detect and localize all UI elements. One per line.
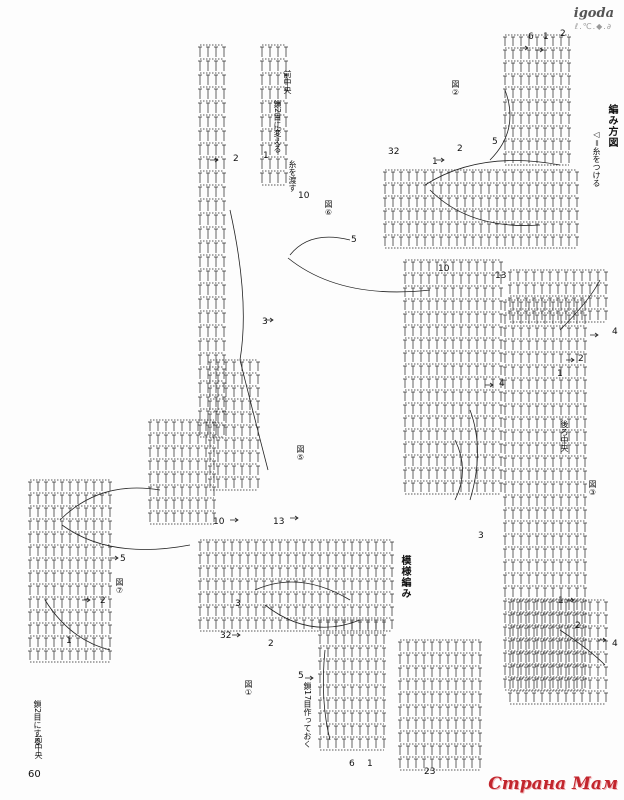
- row-1c: 1: [557, 369, 563, 379]
- row-10b: 10: [298, 191, 310, 201]
- row-32b: 32: [220, 631, 232, 641]
- legend-note: ◁＝糸をつける: [592, 130, 601, 187]
- note-change-chain: 鎖2目に変える: [273, 100, 282, 154]
- row-10c: 10: [213, 517, 225, 527]
- row-4b: 4: [499, 379, 505, 389]
- row-4c: 4: [612, 639, 618, 649]
- diagram-title: 編み方図: [606, 104, 617, 148]
- note-pass-yarn: 糸を渡す: [288, 160, 297, 192]
- brand-ornament: ℓ.℃.◆.∂: [574, 22, 612, 31]
- note-2nd-chain: 鎖2目にする: [33, 700, 42, 746]
- figure-label-2: 図②: [451, 80, 460, 97]
- note-back-center: 後ろ中央: [560, 420, 569, 452]
- row-23: 23: [424, 767, 436, 777]
- row-5c: 5: [120, 554, 126, 564]
- row-2a: 2: [560, 29, 566, 39]
- pattern-title: 模様編み: [399, 555, 410, 599]
- note-front-center-top: 前中央: [283, 70, 292, 94]
- figure-label-6: 図⑥: [324, 200, 333, 217]
- row-2-left: 2: [233, 154, 239, 164]
- row-5d: 5: [298, 671, 304, 681]
- row-6b: 6: [349, 759, 355, 769]
- row-2e: 2: [268, 639, 274, 649]
- figure-label-5: 図⑤: [296, 445, 305, 462]
- row-10a: 10: [438, 264, 450, 274]
- figure-label-1: 図①: [244, 680, 253, 697]
- row-1b: 1: [432, 157, 438, 167]
- row-13b: 13: [273, 517, 285, 527]
- row-4a: 4: [612, 327, 618, 337]
- row-5a: 5: [492, 137, 498, 147]
- row-32a: 32: [388, 147, 400, 157]
- row-2d: 2: [100, 596, 106, 606]
- row-6: 6: [528, 32, 534, 42]
- row-1a: 1: [543, 32, 549, 42]
- row-1d: 1: [66, 636, 72, 646]
- row-1-left: 1: [263, 151, 269, 161]
- row-1f: 1: [367, 759, 373, 769]
- note-17-chains: 鎖17目作っておく: [303, 682, 312, 749]
- row-3-left: 3: [262, 317, 268, 327]
- brand-logo: igoda: [573, 6, 614, 21]
- row-2b: 2: [457, 144, 463, 154]
- row-1e: 1: [558, 596, 564, 606]
- row-13a: 13: [495, 271, 507, 281]
- row-3c: 3: [235, 599, 241, 609]
- row-5b: 5: [351, 235, 357, 245]
- note-front-center-bottom: 前中央: [34, 735, 43, 759]
- row-2f: 2: [575, 621, 581, 631]
- figure-label-7: 図⑦: [115, 578, 124, 595]
- figure-label-3: 図③: [588, 480, 597, 497]
- row-2c: 2: [578, 354, 584, 364]
- watermark: Страна Мам: [488, 774, 618, 794]
- row-3b: 3: [478, 531, 484, 541]
- page-number: 60: [28, 769, 41, 780]
